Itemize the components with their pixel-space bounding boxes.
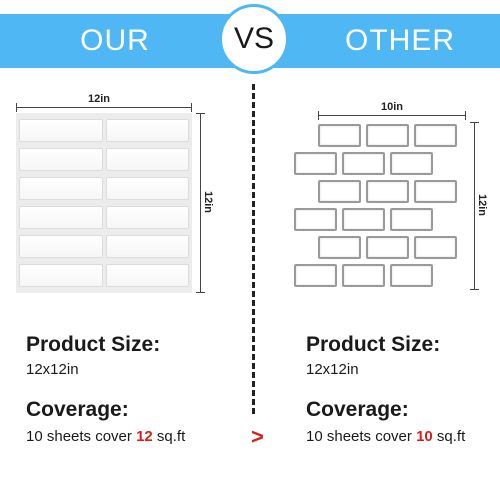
other-height-label: 12in [476,193,489,217]
other-tile [366,180,409,203]
our-tile [19,119,103,142]
our-tile [19,148,103,171]
other-tile [414,236,457,259]
our-product-size-value: 12x12in [26,361,79,378]
our-product-size-title: Product Size: [26,333,161,356]
other-tile [294,152,337,175]
other-tile-sheet [294,122,466,290]
other-label: OTHER [345,24,455,57]
other-tile [318,180,361,203]
our-tile [105,148,189,171]
our-coverage-number: 12 [136,428,153,445]
our-tile [105,177,189,200]
other-tile [390,208,433,231]
our-coverage-unit: sq.ft [152,428,186,445]
our-height-label: 12in [202,190,215,214]
other-tile [366,124,409,147]
other-coverage-number: 10 [416,428,433,445]
other-width-dimension-line [318,111,466,120]
other-tile [294,208,337,231]
vs-badge: VS [219,4,289,74]
other-tile [390,264,433,287]
greater-than-symbol: > [251,424,264,449]
other-width-label: 10in [381,101,404,113]
other-tile [414,124,457,147]
other-tile [342,208,385,231]
our-coverage-title: Coverage: [26,398,129,421]
other-tile [366,236,409,259]
our-coverage-prefix: 10 sheets cover [26,428,137,445]
other-coverage-prefix: 10 sheets cover [306,428,417,445]
other-tile [342,152,385,175]
other-tile [342,264,385,287]
our-width-dimension-line [16,103,192,112]
our-tile [105,235,189,258]
other-tile [318,236,361,259]
other-height-dimension-line [470,122,479,290]
other-tile [294,264,337,287]
other-tile [390,152,433,175]
our-tile [19,264,103,287]
our-width-label: 12in [88,93,111,105]
other-tile [414,180,457,203]
our-label: OUR [80,24,150,57]
other-product-size-value: 12x12in [306,361,359,378]
banner-our: OUR [0,14,250,68]
our-tile [105,206,189,229]
our-tile [105,264,189,287]
other-coverage-text: 10 sheets cover 10 sq.ft [306,428,465,445]
other-tile [318,124,361,147]
our-tile [105,119,189,142]
center-divider [252,84,255,414]
other-coverage-unit: sq.ft [432,428,466,445]
banner-other: OTHER [250,14,500,68]
our-height-dimension-line [196,113,205,293]
other-coverage-title: Coverage: [306,398,409,421]
our-tile-sheet [16,113,192,293]
other-product-size-title: Product Size: [306,333,441,356]
vs-label: VS [233,22,275,55]
our-tile [19,177,103,200]
our-coverage-text: 10 sheets cover 12 sq.ft [26,428,185,445]
our-tile [19,206,103,229]
our-tile [19,235,103,258]
